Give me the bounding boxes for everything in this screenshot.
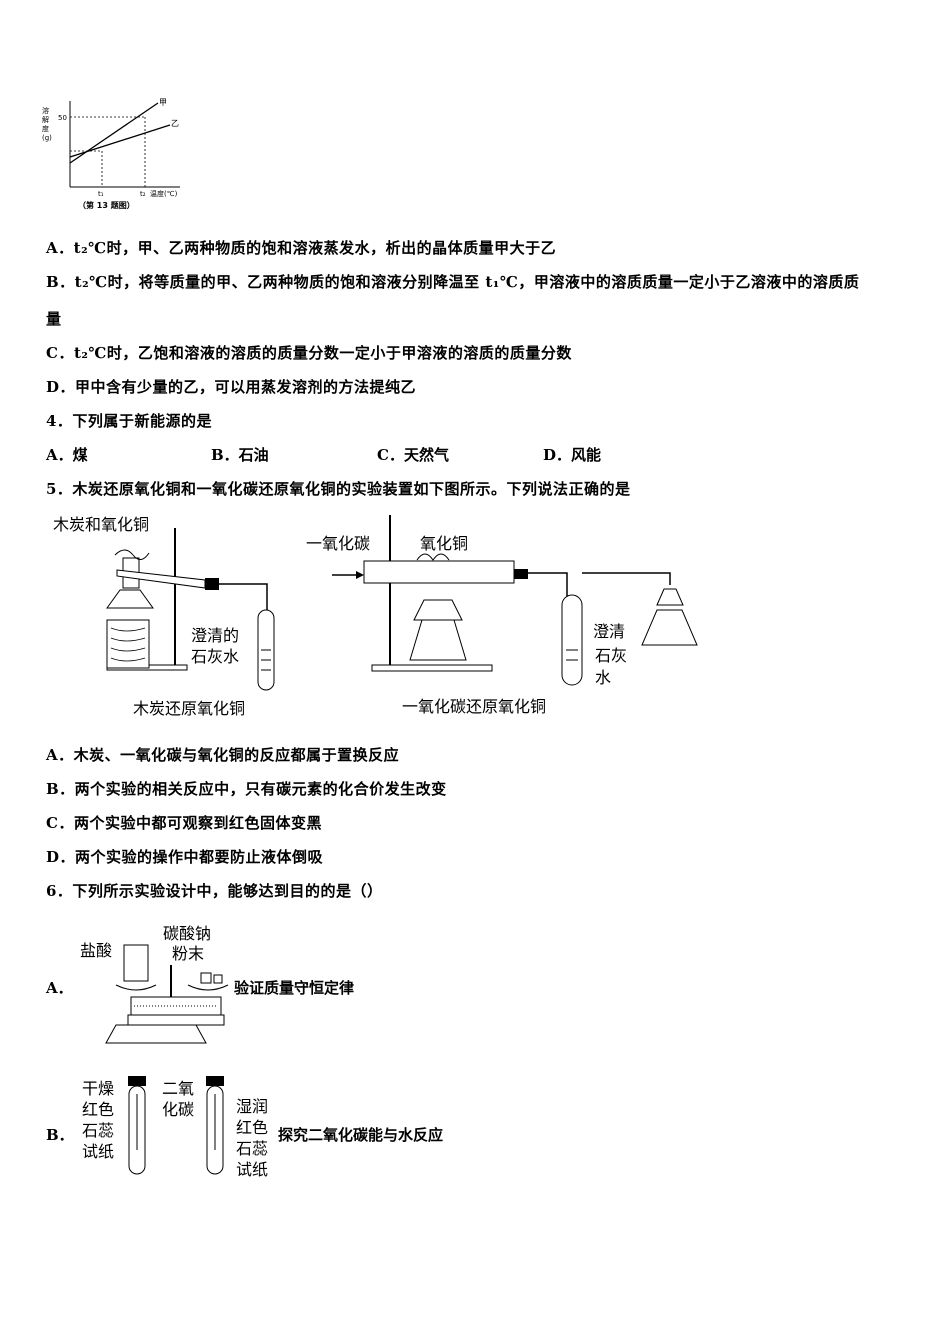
- tubes-figure: [120, 1072, 230, 1182]
- label-dry-3: 石蕊: [82, 1121, 115, 1140]
- label-co2-2: 化碳: [162, 1100, 195, 1119]
- q3-option-b-line2: 量: [46, 310, 62, 328]
- ylabel-3: 度: [42, 124, 49, 133]
- co-apparatus-figure: 一氧化碳 氧化铜 澄清 石灰 水 一氧化碳还原氧化铜: [302, 505, 722, 725]
- q4-option-b: B．石油: [211, 446, 269, 464]
- label-wet-4: 试纸: [236, 1160, 269, 1179]
- label-dry-paper: 干燥 红色 石蕊 试纸: [82, 1078, 114, 1162]
- ylabel-1: 溶: [42, 106, 49, 115]
- solubility-graph: 溶 解 度 (g) 50 甲 乙 t₁ t₂ 温度(℃) （第 13 题图）: [40, 95, 200, 215]
- fig2-label-water-1: 澄清: [593, 622, 625, 641]
- balance-svg: [105, 944, 229, 1044]
- fig2-label-water-3: 水: [595, 668, 611, 687]
- fig1-caption: 木炭还原氧化铜: [133, 699, 245, 718]
- fig1-label-charcoal: 木炭和氧化铜: [53, 515, 149, 534]
- charcoal-apparatus-svg: 木炭和氧化铜 澄清的 石灰水 木炭还原氧化铜: [53, 515, 275, 718]
- fig2-label-water-2: 石灰: [595, 646, 627, 665]
- label-hcl: 盐酸: [80, 941, 113, 960]
- label-dry-2: 红色: [82, 1100, 115, 1119]
- q5-option-a: A．木炭、一氧化碳与氧化铜的反应都属于置换反应: [46, 746, 400, 764]
- solubility-graph-svg: 溶 解 度 (g) 50 甲 乙 t₁ t₂ 温度(℃) （第 13 题图）: [42, 98, 180, 210]
- balance-figure: [76, 915, 236, 1055]
- tubes-svg: [128, 1076, 224, 1175]
- graph-caption: （第 13 题图）: [78, 200, 135, 210]
- label-na2co3-2: 粉末: [172, 944, 205, 963]
- label-co2-1: 二氧: [162, 1079, 195, 1098]
- q6-option-b-text: 探究二氧化碳能与水反应: [278, 1126, 444, 1144]
- ylabel-2: 解: [42, 115, 49, 124]
- fig2-label-co: 一氧化碳: [306, 534, 370, 553]
- q3-option-c: C．t₂℃时，乙饱和溶液的溶质的质量分数一定小于甲溶液的溶质的质量分数: [46, 344, 572, 362]
- label-co2: 二氧 化碳: [162, 1078, 194, 1120]
- fig2-caption: 一氧化碳还原氧化铜: [402, 697, 546, 716]
- co-apparatus-svg: 一氧化碳 氧化铜 澄清 石灰 水 一氧化碳还原氧化铜: [306, 515, 698, 716]
- q5-option-d: D．两个实验的操作中都要防止液体倒吸: [46, 848, 324, 866]
- charcoal-apparatus-figure: 木炭和氧化铜 澄清的 石灰水 木炭还原氧化铜: [45, 510, 305, 725]
- xlabel: 温度(℃): [150, 189, 178, 198]
- t1-label: t₁: [98, 190, 104, 198]
- ylabel-4: (g): [42, 134, 52, 142]
- q6-option-b-letter: B．: [46, 1126, 74, 1144]
- label-dry-4: 试纸: [82, 1142, 115, 1161]
- q3-option-b-line1: B．t₂℃时，将等质量的甲、乙两种物质的饱和溶液分别降温至 t₁℃，甲溶液中的溶…: [46, 273, 860, 291]
- label-dry-1: 干燥: [82, 1079, 115, 1098]
- q6-stem: 6．下列所示实验设计中，能够达到目的的是（）: [46, 882, 383, 900]
- label-wet-3: 石蕊: [236, 1139, 269, 1158]
- q4-option-c: C．天然气: [377, 446, 449, 464]
- q4-option-d: D．风能: [543, 446, 602, 464]
- label-wet-paper: 湿润 红色 石蕊 试纸: [236, 1096, 268, 1180]
- q6-option-a-text: 验证质量守恒定律: [234, 979, 355, 997]
- q5-option-c: C．两个实验中都可观察到红色固体变黑: [46, 814, 322, 832]
- curve-yi: [69, 124, 171, 158]
- q4-option-a: A．煤: [46, 446, 88, 464]
- q4-stem: 4．下列属于新能源的是: [46, 412, 212, 430]
- series-jia-label: 甲: [159, 98, 167, 107]
- q5-stem: 5．木炭还原氧化铜和一氧化碳还原氧化铜的实验装置如下图所示。下列说法正确的是: [46, 480, 631, 498]
- fig1-label-water-2: 石灰水: [191, 647, 239, 666]
- q3-option-d: D．甲中含有少量的乙，可以用蒸发溶剂的方法提纯乙: [46, 378, 417, 396]
- t2-label: t₂: [140, 190, 146, 198]
- label-wet-1: 湿润: [236, 1097, 269, 1116]
- series-yi-label: 乙: [171, 119, 179, 128]
- q3-option-a: A．t₂℃时，甲、乙两种物质的饱和溶液蒸发水，析出的晶体质量甲大于乙: [46, 239, 557, 257]
- label-wet-2: 红色: [236, 1118, 269, 1137]
- fig2-label-cuo: 氧化铜: [420, 534, 468, 553]
- y-tick-50: 50: [58, 114, 67, 122]
- curve-jia: [69, 102, 159, 164]
- q5-option-b: B．两个实验的相关反应中，只有碳元素的化合价发生改变: [46, 780, 447, 798]
- fig1-label-water-1: 澄清的: [191, 626, 239, 645]
- label-na2co3-1: 碳酸钠: [163, 924, 212, 943]
- q6-option-a-letter: A．: [46, 979, 73, 997]
